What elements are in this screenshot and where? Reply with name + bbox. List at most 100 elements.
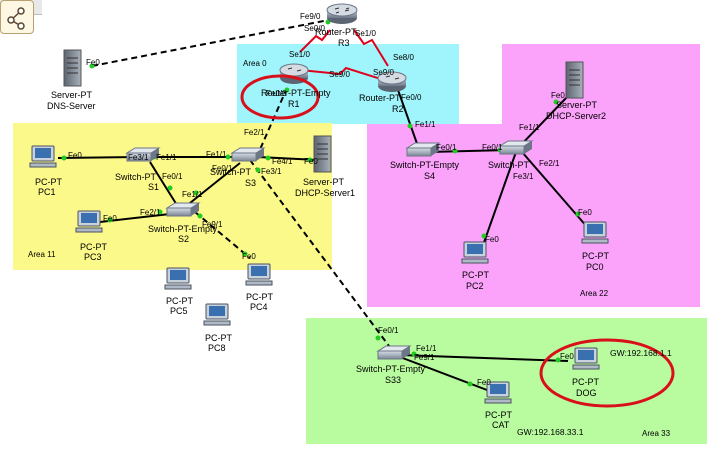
area-0-zone [237, 44, 459, 124]
port-dot [265, 155, 271, 161]
pc3-type-label: PC-PT [80, 242, 107, 252]
pc5-name-label: PC5 [170, 306, 188, 316]
highlight-r1-ellipse [240, 74, 320, 120]
pc3-icon[interactable] [75, 210, 103, 233]
r1-name-label: R1 [288, 99, 300, 109]
r2-type-label: Router-PT [359, 93, 401, 103]
s33-type-label: Switch-PT-Empty [356, 364, 426, 374]
area-0-label: Area 0 [243, 59, 267, 68]
s2-name-label: S2 [178, 234, 190, 244]
port-s4-fe01: Fe0/1 [436, 143, 457, 152]
server-dns-icon[interactable] [63, 49, 82, 87]
pc3-name-label: PC3 [84, 252, 102, 262]
port-dot [167, 185, 173, 191]
dog-gateway-note: GW:192.168.1.1 [610, 348, 672, 358]
port-dot [575, 211, 581, 217]
port-r1-fe00: Fe0/0 [266, 89, 287, 98]
area-33-zone [306, 318, 707, 444]
port-pc4-fe0: Fe0 [242, 252, 256, 261]
switch-s3-icon[interactable] [230, 147, 266, 162]
switch-s2-icon[interactable] [165, 202, 201, 217]
pc4-type-label: PC-PT [246, 292, 273, 302]
port-s1-fe01: Fe0/1 [162, 172, 183, 181]
dhcp2-type-label: Server-PT [556, 100, 598, 110]
switch-s33-icon[interactable] [376, 345, 412, 360]
pc8-name-label: PC8 [208, 343, 226, 353]
server-dhcp1-icon[interactable] [313, 135, 332, 173]
port-r2-fe00: Fe0/0 [401, 93, 422, 102]
pc4-icon[interactable] [245, 263, 273, 286]
port-dot [61, 155, 67, 161]
port-pc3-fe0: Fe0 [103, 214, 117, 223]
port-dhcp2-fe0: Fe0 [551, 91, 565, 100]
area-33-label: Area 33 [642, 429, 671, 438]
link-s33-dog [399, 354, 569, 362]
link-s2-pc4 [194, 211, 251, 259]
port-s3-fe11: Fe1/1 [206, 150, 227, 159]
port-dot [197, 213, 203, 219]
port-dhcp1-fe0: Fe0 [304, 157, 318, 166]
port-s1-fe11: Fe1/1 [156, 153, 177, 162]
s4-name-label: S4 [424, 171, 436, 181]
s3-name-label: S3 [245, 178, 257, 188]
s2-type-label: Switch-PT-Empty [148, 224, 218, 234]
port-dot [225, 154, 231, 160]
dhcp1-type-label: Server-PT [303, 177, 345, 187]
port-dog-fe0: Fe0 [560, 352, 574, 361]
sw22-type-label: Switch-PT [488, 160, 530, 170]
serial-r3-r1 [299, 29, 331, 53]
r2-name-label: R2 [392, 104, 404, 114]
server-dhcp2-icon[interactable] [565, 61, 584, 99]
switch-s1-icon[interactable] [125, 147, 161, 162]
switch-area22-icon[interactable] [498, 140, 534, 155]
highlight-dog-ellipse [539, 338, 675, 408]
port-s2-fe91: Fe9/1 [202, 220, 223, 229]
link-s4-sw22 [427, 149, 511, 153]
pc2-name-label: PC2 [466, 281, 484, 291]
pc1-name-label: PC1 [38, 187, 56, 197]
pc8-icon[interactable] [203, 303, 231, 326]
link-dns-r3 [91, 18, 335, 67]
pc1-type-label: PC-PT [35, 177, 62, 187]
port-s2-fe21: Fe2/1 [140, 208, 161, 217]
pc0-icon[interactable] [581, 221, 609, 244]
area-11-label: Area 11 [28, 250, 56, 259]
port-dot [242, 251, 248, 257]
switch-s4-icon[interactable] [405, 142, 441, 157]
pc5-icon[interactable] [164, 267, 192, 290]
cat-type-label: PC-PT [485, 410, 512, 420]
router-r3-icon[interactable] [326, 3, 358, 24]
port-dot [89, 63, 95, 69]
link-s1-s2 [149, 161, 181, 211]
s3-type-label: Switch-PT [210, 167, 252, 177]
share-button[interactable] [0, 0, 34, 34]
port-dot [284, 87, 290, 93]
port-sw22-fe31: Fe3/1 [513, 172, 534, 181]
pc2-icon[interactable] [461, 241, 489, 264]
pc-cat-icon[interactable] [484, 381, 512, 404]
dog-type-label: PC-PT [572, 377, 599, 387]
link-r1-s3 [257, 87, 288, 155]
port-s3-fe41: Fe4/1 [272, 157, 293, 166]
port-s33-fe11: Fe1/1 [416, 344, 437, 353]
pc1-icon[interactable] [29, 145, 57, 168]
port-s33-fe01: Fe0/1 [378, 326, 399, 335]
port-r3-fe90: Fe9/0 [300, 12, 321, 21]
router-r2-icon[interactable] [377, 71, 407, 92]
pc-dog-icon[interactable] [572, 347, 600, 370]
port-r2-se90: Se9/0 [373, 68, 394, 77]
port-dot [467, 381, 473, 387]
port-s3-fe31: Fe3/1 [261, 167, 282, 176]
cat-gateway-note: GW:192.168.33.1 [517, 427, 584, 437]
r1-type-label: Router-PT-Empty [261, 88, 331, 98]
dog-name-label: DOG [576, 388, 597, 398]
dhcp2-name-label: DHCP-Server2 [546, 111, 607, 121]
s1-name-label: S1 [148, 182, 160, 192]
link-r2-s4 [397, 89, 421, 153]
port-pc0-fe0: Fe0 [578, 208, 592, 217]
port-s2-fe11: Fe1/1 [182, 190, 203, 199]
port-r3-se00: Se0/0 [304, 24, 325, 33]
port-r2-se80: Se8/0 [393, 53, 414, 62]
link-s33-cat [399, 356, 488, 391]
